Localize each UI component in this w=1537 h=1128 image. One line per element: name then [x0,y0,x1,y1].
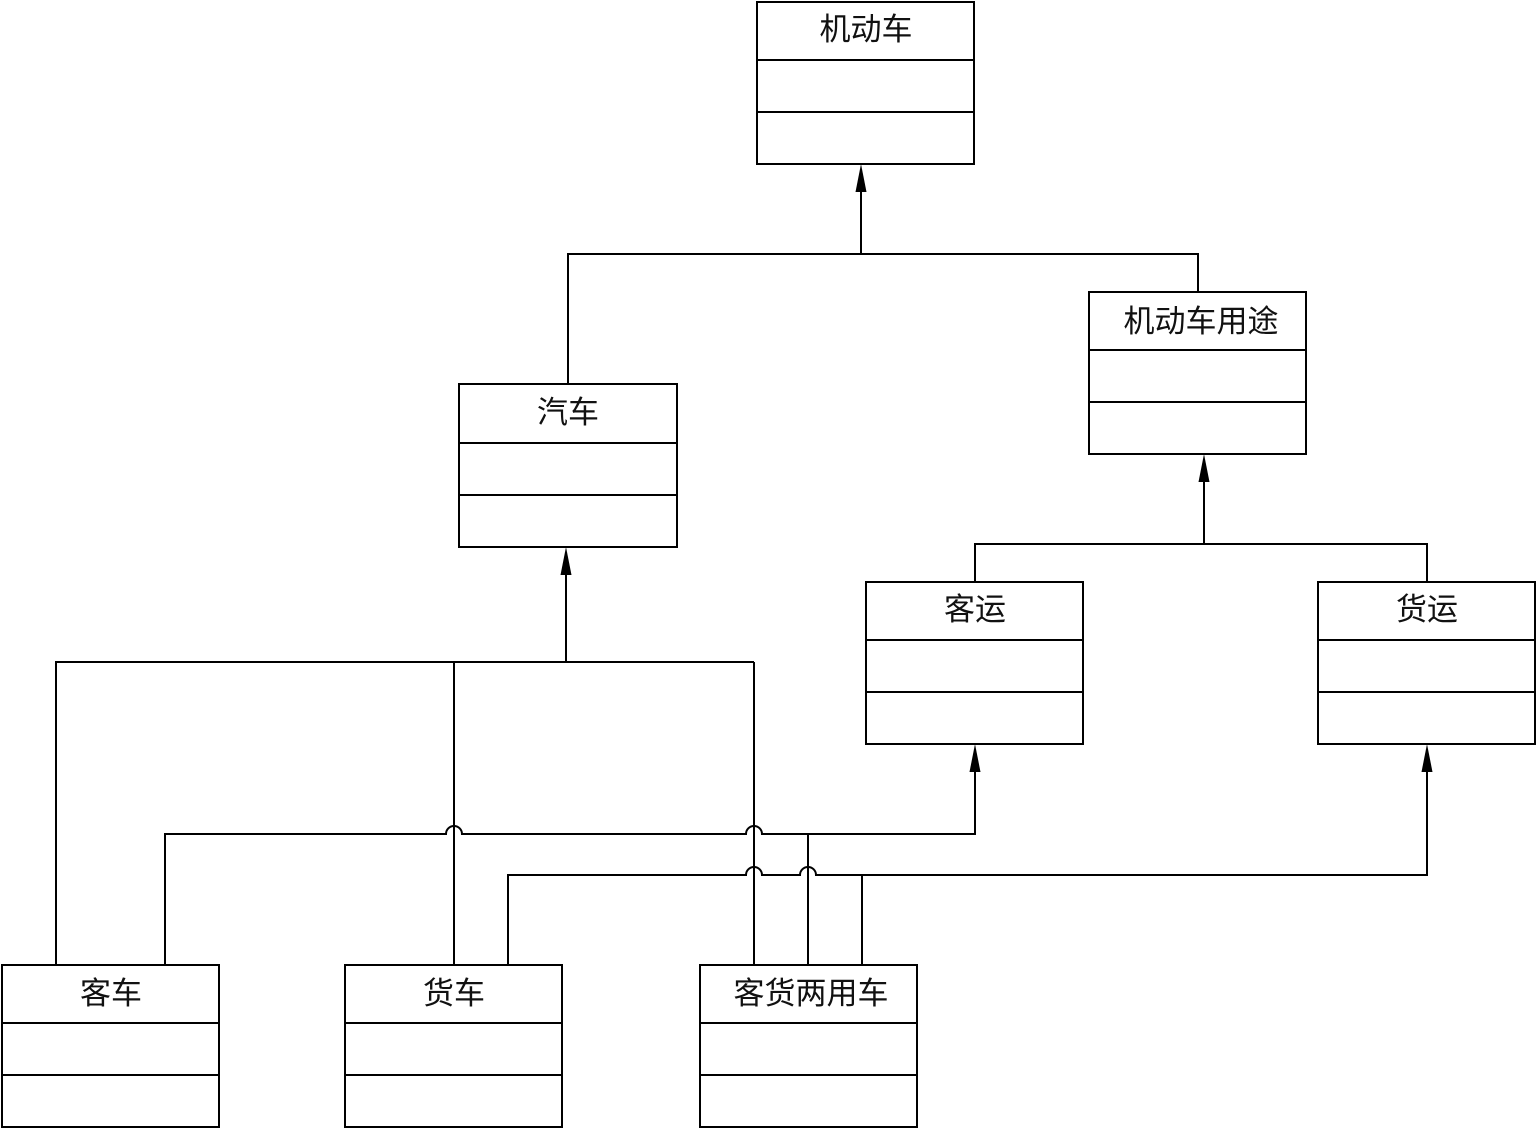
connectors [55,164,1433,965]
edge-passenger-to-purpose [974,468,1205,582]
class-name-truck: 货车 [423,976,485,1012]
class-name-passenger-transport: 客运 [944,592,1006,628]
edge-automobile-to-motor-vehicle [567,178,862,384]
class-name-bus: 客车 [80,976,142,1012]
class-box-passenger-transport: 客运 [865,581,1084,745]
class-name-dual-purpose-vehicle: 客货两用车 [734,976,889,1012]
edge-bus-to-passenger [164,758,976,965]
arrowhead-vehicle-purpose [1198,454,1210,482]
class-name-freight-transport: 货运 [1396,592,1458,628]
class-box-bus: 客车 [1,964,220,1128]
class-box-truck: 货车 [344,964,563,1128]
edge-purpose-to-motor-vehicle [861,253,1199,292]
arrowhead-passenger-transport [969,744,981,772]
class-name-motor-vehicle: 机动车 [820,12,913,48]
arrowhead-automobile [560,547,572,575]
edge-freight-to-purpose [1204,543,1428,582]
edge-truck-to-freight [507,758,1428,965]
arrowhead-freight-transport [1421,744,1433,772]
edge-bus-to-automobile [55,661,754,965]
class-box-freight-transport: 货运 [1317,581,1536,745]
class-box-motor-vehicle: 机动车 [756,1,975,165]
class-box-dual-purpose-vehicle: 客货两用车 [699,964,918,1128]
class-box-vehicle-purpose: 机动车用途 [1088,291,1307,455]
arrowhead-motor-vehicle [855,164,867,192]
class-name-vehicle-purpose: 机动车用途 [1124,304,1279,340]
class-name-automobile: 汽车 [537,395,599,431]
class-box-automobile: 汽车 [458,383,678,548]
